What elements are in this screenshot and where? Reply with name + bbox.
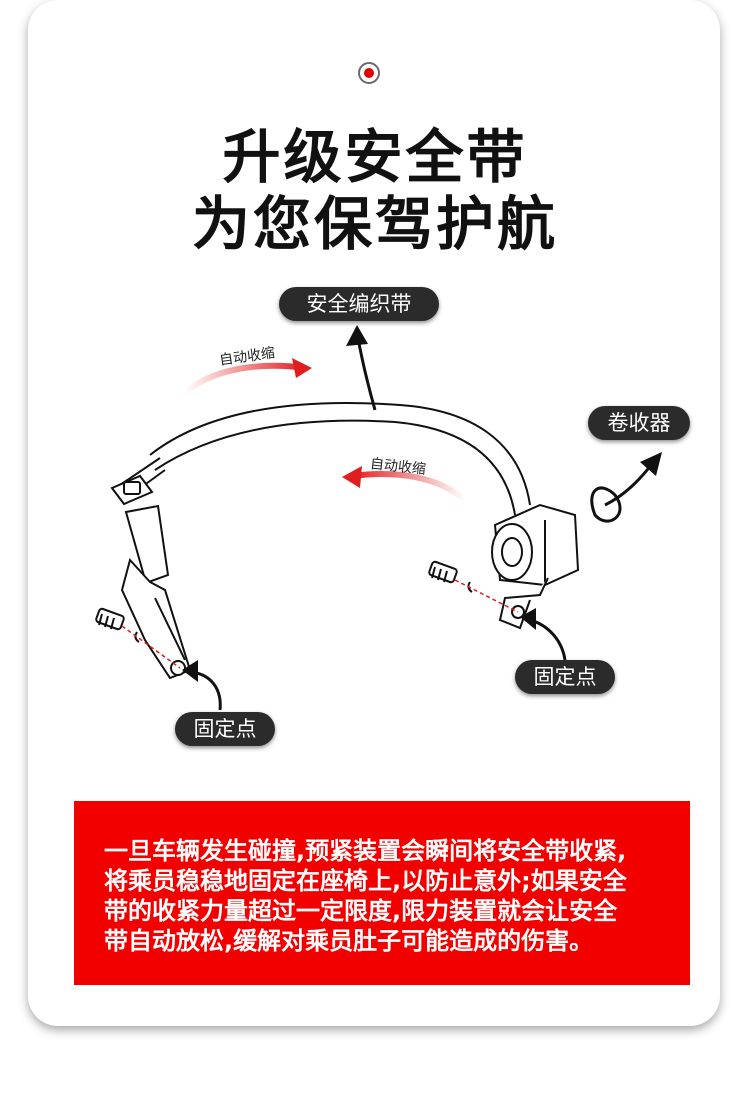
anchor-right-label: 固定点 (515, 660, 615, 694)
webbing-label: 安全编织带 (279, 287, 439, 321)
description-box (74, 801, 690, 985)
description-text: 一旦车辆发生碰撞,预紧装置会瞬间将安全带收紧, 将乘员稳稳地固定在座椅上,以防止… (104, 836, 684, 956)
buckle-receiver (120, 504, 192, 680)
page-title-line2: 为您保驾护航 (191, 190, 558, 258)
left-bolt (95, 607, 140, 643)
description-line: 一旦车辆发生碰撞,预紧装置会瞬间将安全带收紧, (104, 837, 627, 865)
webbing-pointer-arrow (356, 337, 377, 411)
retractor-pointer-arrow (590, 459, 657, 523)
seatbelt-diagram (95, 325, 662, 711)
description-line: 将乘员稳稳地固定在座椅上,以防止意外;如果安全 (104, 867, 627, 895)
page-title-line1: 升级安全带 (222, 123, 528, 191)
anchor-left-label: 固定点 (175, 712, 275, 746)
retractor-device (491, 503, 580, 630)
auto-retract-arrow-upper (182, 362, 308, 395)
description-line: 带的收紧力量超过一定限度,限力装置就会让安全 (104, 897, 618, 925)
belt-webbing (119, 401, 531, 516)
retractor-label: 卷收器 (588, 406, 690, 440)
target-icon (358, 62, 380, 84)
buckle-tongue (110, 474, 154, 506)
description-line: 带自动放松,缓解对乘员肚子可能造成的伤害。 (104, 927, 594, 955)
auto-retract-arrow-lower (349, 471, 468, 503)
right-bolt (428, 560, 473, 593)
